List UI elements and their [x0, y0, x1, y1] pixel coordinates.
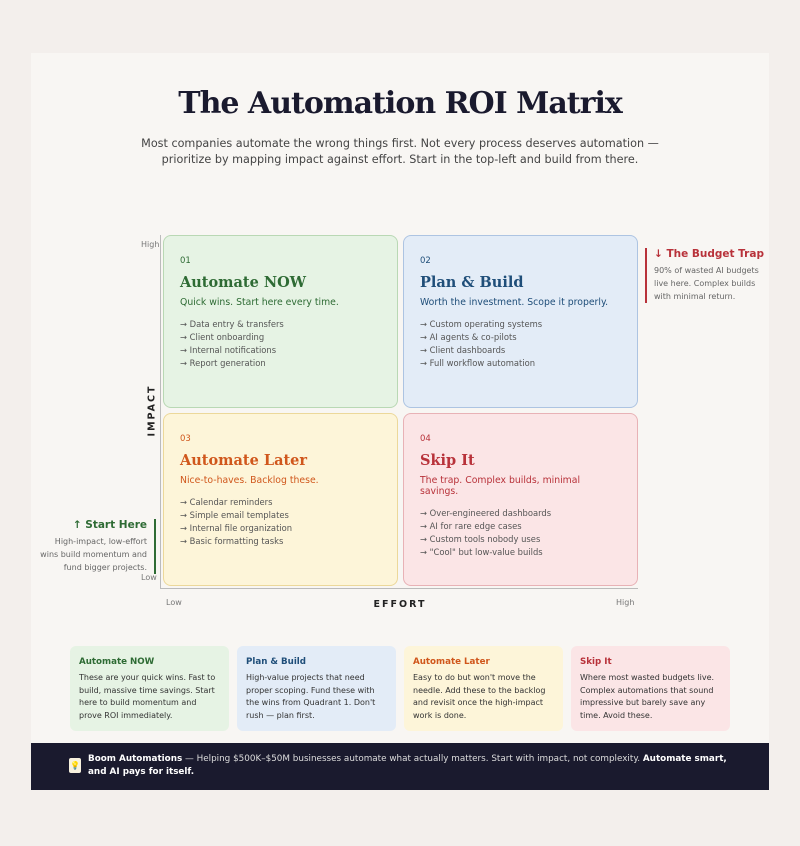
- summary-card-skip-it: Skip It Where most wasted budgets live. C…: [571, 646, 730, 731]
- subtitle: Most companies automate the wrong things…: [141, 137, 659, 166]
- list-item: → Simple email templates: [180, 510, 289, 520]
- footer-cta: Automate smart, and AI pays for itself.: [88, 754, 727, 777]
- summary-text: These are your quick wins. Fast to build…: [79, 673, 216, 720]
- start-here-text: High-impact, low-effort wins build momen…: [40, 537, 147, 572]
- list-item: → Basic formatting tasks: [180, 536, 284, 546]
- footer-text: — Helping $500K–$50M businesses automate…: [182, 754, 643, 764]
- effort-axis-label: EFFORT: [373, 599, 427, 610]
- summary-text: Easy to do but won't move the needle. Ad…: [413, 673, 546, 720]
- summary-text: Where most wasted budgets live. Complex …: [580, 673, 715, 720]
- y-low-label: Low: [141, 573, 157, 582]
- quadrant-number: 01: [180, 256, 191, 266]
- quadrant-skip-it: 04 Skip It The trap. Complex builds, min…: [403, 413, 638, 586]
- effort-axis: [160, 588, 638, 589]
- list-item: → Over-engineered dashboards: [420, 508, 552, 518]
- quadrant-title: Skip It: [420, 452, 475, 469]
- list-item: → AI for rare edge cases: [420, 521, 522, 531]
- x-low-label: Low: [166, 598, 182, 607]
- list-item: → Full workflow automation: [420, 358, 536, 368]
- lightbulb-icon: 💡: [69, 758, 81, 773]
- impact-axis-label: IMPACT: [146, 384, 158, 437]
- footer: 💡 Boom Automations — Helping $500K–$50M …: [31, 743, 769, 790]
- quadrant-number: 04: [420, 434, 431, 444]
- quadrant-title: Plan & Build: [420, 274, 524, 291]
- list-item: → Internal notifications: [180, 345, 277, 355]
- quadrant-number: 02: [420, 256, 431, 266]
- list-item: → Custom tools nobody uses: [420, 534, 541, 544]
- summary-title: Automate NOW: [79, 657, 155, 667]
- budget-trap-note: ↓ The Budget Trap 90% of wasted AI budge…: [645, 248, 765, 303]
- list-item: → Custom operating systems: [420, 319, 543, 329]
- summary-title: Skip It: [580, 657, 612, 667]
- list-item: → AI agents & co-pilots: [420, 332, 517, 342]
- summary-title: Plan & Build: [246, 657, 306, 667]
- list-item: → Calendar reminders: [180, 497, 273, 507]
- page-title: The Automation ROI Matrix: [178, 86, 622, 121]
- quadrant-automate-now: 01 Automate NOW Quick wins. Start here e…: [163, 235, 398, 408]
- list-item: → Data entry & transfers: [180, 319, 284, 329]
- quadrant-tagline: Nice-to-haves. Backlog these.: [180, 475, 319, 486]
- quadrant-number: 03: [180, 434, 191, 444]
- summary-title: Automate Later: [413, 657, 490, 667]
- quadrant-tagline: Quick wins. Start here every time.: [180, 297, 339, 308]
- summary-text: High-value projects that need proper sco…: [246, 673, 376, 720]
- impact-axis: [160, 235, 161, 588]
- quadrant-title: Automate NOW: [180, 274, 307, 291]
- quadrant-automate-later: 03 Automate Later Nice-to-haves. Backlog…: [163, 413, 398, 586]
- list-item: → Report generation: [180, 358, 266, 368]
- quadrant-tagline: Worth the investment. Scope it properly.: [420, 297, 609, 308]
- quadrant-plan-build: 02 Plan & Build Worth the investment. Sc…: [403, 235, 638, 408]
- start-here-title: ↑ Start Here: [72, 519, 147, 531]
- x-high-label: High: [616, 598, 635, 607]
- budget-trap-title: ↓ The Budget Trap: [654, 248, 764, 260]
- list-item: → "Cool" but low-value builds: [420, 547, 543, 557]
- summary-card-automate-now: Automate NOW These are your quick wins. F…: [70, 646, 229, 731]
- quadrant-tagline: The trap. Complex builds, minimal saving…: [420, 475, 581, 497]
- quadrant-title: Automate Later: [180, 452, 308, 469]
- list-item: → Internal file organization: [180, 523, 293, 533]
- list-item: → Client dashboards: [420, 345, 506, 355]
- budget-trap-text: 90% of wasted AI budgets live here. Comp…: [654, 266, 759, 301]
- list-item: → Client onboarding: [180, 332, 265, 342]
- footer-brand: Boom Automations: [88, 754, 183, 764]
- y-high-label: High: [141, 240, 160, 249]
- start-here-note: ↑ Start Here High-impact, low-effort win…: [36, 519, 156, 574]
